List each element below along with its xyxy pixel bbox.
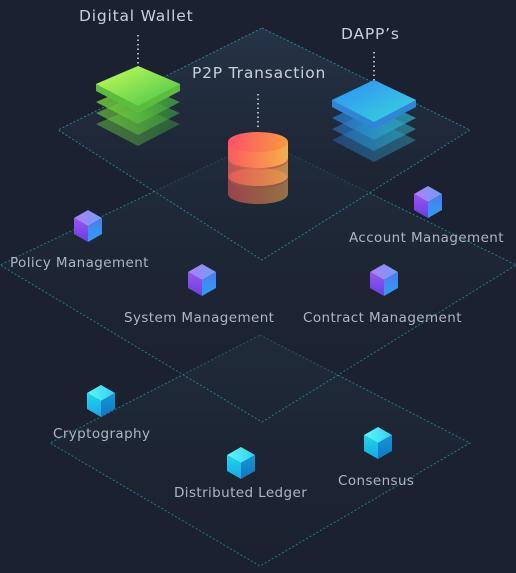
label-digital-wallet: Digital Wallet	[79, 7, 194, 25]
cube-icon	[188, 264, 216, 296]
label-account-management: Account Management	[349, 230, 504, 246]
cube-icon	[370, 264, 398, 296]
label-distributed-ledger: Distributed Ledger	[174, 485, 308, 501]
label-policy-management: Policy Management	[10, 255, 149, 271]
cube-icon	[74, 210, 102, 242]
label-system-management: System Management	[124, 310, 275, 326]
cube-icon	[364, 427, 392, 459]
label-consensus: Consensus	[338, 473, 415, 489]
bottom-plane	[48, 334, 472, 567]
middle-plane	[0, 139, 516, 423]
layer-stack-icon	[332, 80, 416, 162]
cube-icon	[227, 447, 255, 479]
label-dapps: DAPP’s	[341, 25, 400, 43]
label-contract-management: Contract Management	[303, 310, 462, 326]
cube-icon	[87, 385, 115, 417]
layer-stack-icon	[96, 66, 180, 146]
label-p2p-transaction: P2P Transaction	[192, 64, 327, 82]
coin-stack-icon	[228, 132, 288, 204]
cube-icon	[414, 186, 442, 218]
label-cryptography: Cryptography	[53, 426, 151, 442]
